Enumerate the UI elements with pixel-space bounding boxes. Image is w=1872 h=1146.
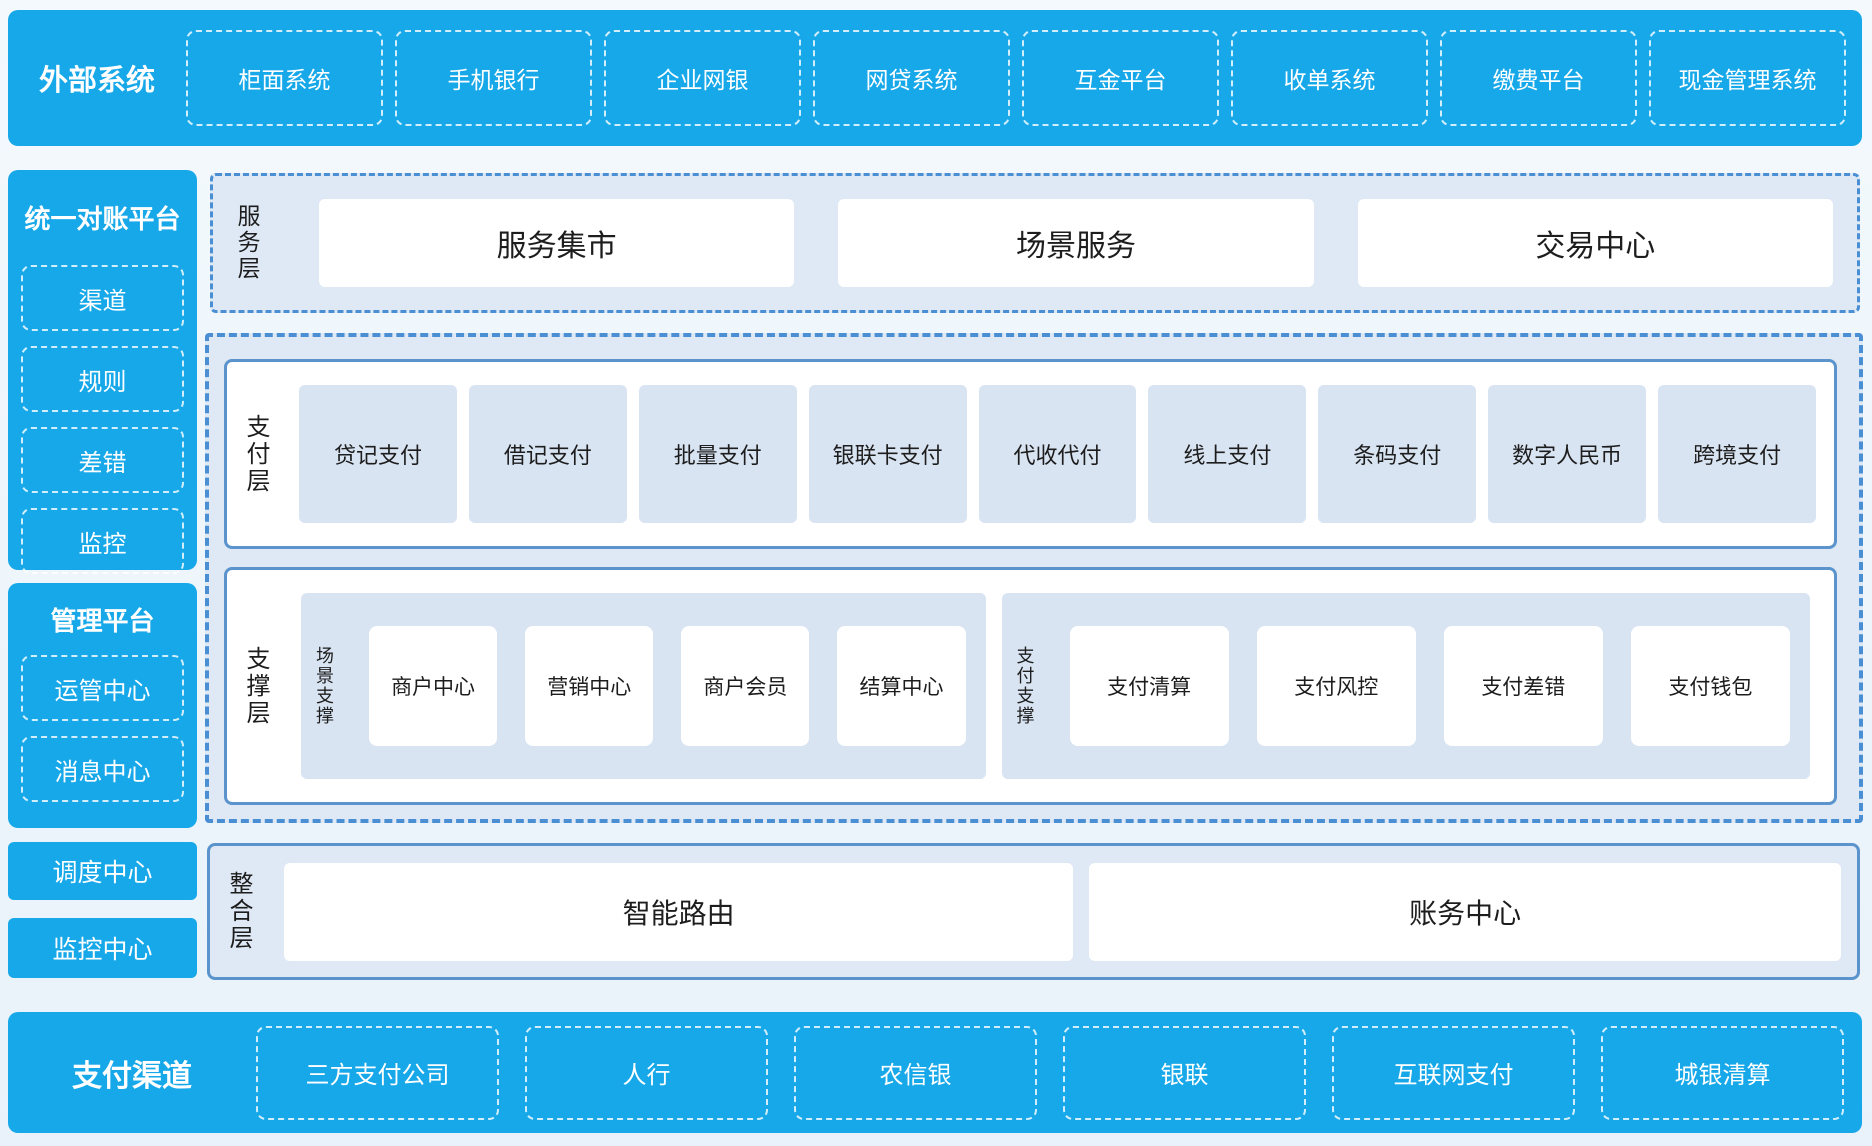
external-system-node: 缴费平台 bbox=[1440, 30, 1637, 126]
payment-channel-node: 城银清算 bbox=[1601, 1025, 1844, 1120]
manage-node: 运管中心 bbox=[21, 655, 184, 721]
accounting-center-node: 账务中心 bbox=[1089, 862, 1841, 961]
reconcile-node: 差错 bbox=[21, 427, 184, 493]
payment-support-node: 支付清算 bbox=[1069, 626, 1229, 746]
payment-channels-title: 支付渠道 bbox=[72, 1059, 192, 1093]
payment-channel-node: 农信银 bbox=[794, 1025, 1037, 1120]
payment-node: 代收代付 bbox=[978, 385, 1137, 523]
payment-support-group: 支付支撑 支付清算支付风控支付差错支付钱包 bbox=[1001, 593, 1810, 779]
monitor-center-block: 监控中心 bbox=[8, 918, 197, 978]
payment-support-node: 支付钱包 bbox=[1630, 626, 1790, 746]
payment-layer: 支付层 贷记支付借记支付批量支付银联卡支付代收代付线上支付条码支付数字人民币跨境… bbox=[224, 359, 1837, 549]
payment-channel-node: 三方支付公司 bbox=[256, 1025, 499, 1120]
support-layer: 支撑层 场景支撑 商户中心营销中心商户会员结算中心 支付支撑 支付清算支付风控支… bbox=[224, 567, 1837, 805]
scene-support-group: 场景支撑 商户中心营销中心商户会员结算中心 bbox=[301, 593, 986, 779]
external-system-node: 柜面系统 bbox=[186, 30, 383, 126]
external-system-node: 企业网银 bbox=[604, 30, 801, 126]
external-system-node: 网贷系统 bbox=[813, 30, 1010, 126]
payment-channel-node: 银联 bbox=[1063, 1025, 1306, 1120]
reconcile-node: 渠道 bbox=[21, 265, 184, 331]
payment-node: 贷记支付 bbox=[299, 385, 457, 523]
service-node: 服务集市 bbox=[319, 199, 795, 287]
integration-layer-label: 整合层 bbox=[225, 871, 252, 952]
payment-channels-bar: 支付渠道 三方支付公司人行农信银银联互联网支付城银清算 bbox=[8, 1012, 1862, 1133]
manage-platform-title: 管理平台 bbox=[50, 605, 155, 636]
service-node: 交易中心 bbox=[1357, 199, 1833, 287]
support-layer-label: 支撑层 bbox=[242, 645, 269, 727]
payment-node: 银联卡支付 bbox=[808, 385, 967, 523]
payment-layer-items: 贷记支付借记支付批量支付银联卡支付代收代付线上支付条码支付数字人民币跨境支付 bbox=[299, 385, 1817, 523]
dispatch-center-block: 调度中心 bbox=[8, 842, 197, 900]
scene-support-node: 商户会员 bbox=[681, 626, 810, 746]
service-layer-label: 服务层 bbox=[234, 204, 260, 282]
external-system-node: 现金管理系统 bbox=[1649, 30, 1846, 126]
payment-support-items: 支付清算支付风控支付差错支付钱包 bbox=[1069, 626, 1790, 746]
payment-layer-label: 支付层 bbox=[242, 413, 269, 495]
payment-support-node: 支付风控 bbox=[1256, 626, 1416, 746]
manage-node: 消息中心 bbox=[21, 736, 184, 802]
payment-node: 条码支付 bbox=[1318, 385, 1477, 523]
payment-node: 线上支付 bbox=[1148, 385, 1307, 523]
service-node: 场景服务 bbox=[838, 199, 1314, 287]
payment-node: 批量支付 bbox=[638, 385, 797, 523]
manage-platform-items: 运管中心消息中心 bbox=[8, 655, 197, 815]
manage-platform-panel: 管理平台 运管中心消息中心 bbox=[8, 583, 197, 828]
external-systems-bar: 外部系统 柜面系统手机银行企业网银网贷系统互金平台收单系统缴费平台现金管理系统 bbox=[8, 10, 1862, 146]
payment-channels-items: 三方支付公司人行农信银银联互联网支付城银清算 bbox=[256, 1025, 1844, 1120]
scene-support-node: 营销中心 bbox=[525, 626, 654, 746]
payment-node: 数字人民币 bbox=[1488, 385, 1647, 523]
scene-support-node: 商户中心 bbox=[369, 626, 498, 746]
scene-support-label: 场景支撑 bbox=[314, 646, 334, 726]
core-layers-container: 支付层 贷记支付借记支付批量支付银联卡支付代收代付线上支付条码支付数字人民币跨境… bbox=[205, 333, 1863, 823]
external-systems-items: 柜面系统手机银行企业网银网贷系统互金平台收单系统缴费平台现金管理系统 bbox=[186, 30, 1846, 126]
reconcile-node: 规则 bbox=[21, 346, 184, 412]
payment-node: 借记支付 bbox=[468, 385, 627, 523]
external-system-node: 互金平台 bbox=[1022, 30, 1219, 126]
smart-routing-node: 智能路由 bbox=[284, 862, 1074, 961]
reconcile-node: 监控 bbox=[21, 508, 184, 574]
external-system-node: 手机银行 bbox=[395, 30, 592, 126]
external-system-node: 收单系统 bbox=[1231, 30, 1428, 126]
reconcile-platform-panel: 统一对账平台 渠道规则差错监控 bbox=[8, 170, 197, 574]
payment-node: 跨境支付 bbox=[1658, 385, 1817, 523]
payment-support-node: 支付差错 bbox=[1443, 626, 1603, 746]
scene-support-node: 结算中心 bbox=[837, 626, 966, 746]
payment-support-label: 支付支撑 bbox=[1014, 646, 1035, 726]
scene-support-items: 商户中心营销中心商户会员结算中心 bbox=[369, 626, 966, 746]
payment-channel-node: 人行 bbox=[525, 1025, 768, 1120]
integration-layer: 整合层 智能路由 账务中心 bbox=[207, 843, 1860, 980]
service-layer: 服务层 服务集市场景服务交易中心 bbox=[210, 173, 1860, 313]
service-layer-items: 服务集市场景服务交易中心 bbox=[319, 199, 1833, 287]
payment-channel-node: 互联网支付 bbox=[1332, 1025, 1575, 1120]
reconcile-platform-items: 渠道规则差错监控 bbox=[8, 265, 197, 587]
external-systems-title: 外部系统 bbox=[38, 65, 155, 97]
reconcile-platform-title: 统一对账平台 bbox=[24, 204, 181, 234]
